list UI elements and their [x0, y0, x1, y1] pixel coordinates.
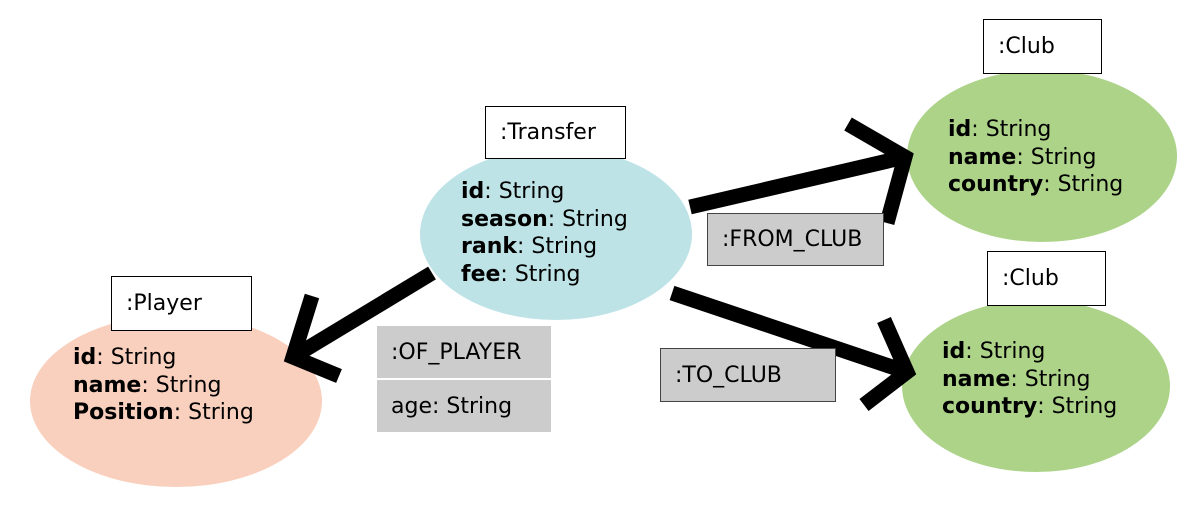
property-name: name — [942, 366, 1011, 392]
from-club-relationship-label: :FROM_CLUB — [722, 227, 863, 252]
of-player-relationship-label: :OF_PLAYER — [391, 339, 522, 365]
property-row: fee: String — [461, 261, 628, 289]
club-from-label: :Club — [998, 34, 1055, 59]
property-name: country — [948, 172, 1044, 197]
property-row: Position: String — [73, 399, 254, 427]
to-club-arrowhead — [859, 316, 917, 411]
property-name: id — [948, 117, 972, 142]
property-type: : String — [141, 372, 222, 398]
property-type: : String — [484, 179, 565, 204]
property-name: name — [73, 372, 142, 398]
property-type: : String — [173, 400, 254, 425]
property-name: Position — [73, 400, 174, 425]
transfer-label: :Transfer — [500, 120, 596, 145]
property-type: : String — [500, 261, 581, 287]
property-type: : String — [965, 339, 1046, 364]
of-player-divider — [377, 378, 551, 380]
property-row: id: String — [73, 344, 254, 372]
property-row: id: String — [942, 338, 1117, 366]
of-player-property-box: age: String — [377, 380, 551, 432]
transfer-label-box: :Transfer — [485, 106, 626, 159]
club-from-label-box: :Club — [983, 19, 1102, 74]
player-properties: id: String name: String Position: String — [73, 344, 254, 427]
of-player-arrow-line — [289, 266, 436, 364]
property-row: rank: String — [461, 233, 628, 261]
to-club-relationship-label: :TO_CLUB — [675, 362, 782, 388]
property-row: season: String — [461, 206, 628, 234]
property-type: : String — [1010, 366, 1091, 392]
property-name: id — [942, 339, 966, 364]
transfer-properties: id: String season: String rank: String f… — [461, 178, 628, 288]
of-player-property: age: String — [391, 393, 513, 419]
property-row: name: String — [948, 144, 1123, 172]
property-type: : String — [517, 234, 598, 259]
property-row: id: String — [948, 116, 1123, 144]
property-row: name: String — [942, 366, 1117, 394]
player-label: :Player — [126, 291, 202, 316]
property-type: : String — [96, 345, 177, 370]
transfer-node-ellipse — [420, 148, 692, 320]
club-from-properties: id: String name: String country: String — [948, 116, 1123, 199]
of-player-arrowhead — [283, 293, 342, 383]
property-type: : String — [1016, 144, 1097, 170]
property-name: country — [942, 394, 1038, 419]
to-club-arrow-line — [669, 285, 910, 380]
property-row: country: String — [948, 171, 1123, 199]
property-name: rank — [461, 234, 517, 259]
property-type: : String — [1043, 172, 1124, 197]
of-player-relationship-label-box: :OF_PLAYER — [377, 326, 551, 378]
property-type: : String — [1037, 394, 1118, 419]
property-row: name: String — [73, 372, 254, 400]
property-type: : String — [547, 206, 628, 232]
player-label-box: :Player — [111, 276, 252, 331]
property-row: id: String — [461, 178, 628, 206]
property-name: fee — [461, 261, 501, 287]
club-to-properties: id: String name: String country: String — [942, 338, 1117, 421]
from-club-arrowhead — [844, 117, 914, 225]
to-club-relationship-label-box: :TO_CLUB — [660, 348, 836, 402]
property-row: country: String — [942, 393, 1117, 421]
property-name: id — [73, 345, 97, 370]
property-name: id — [461, 179, 485, 204]
club-to-label: :Club — [1002, 266, 1059, 291]
club-from-node-ellipse — [907, 70, 1177, 242]
club-to-node-ellipse — [902, 300, 1170, 472]
from-club-relationship-label-box: :FROM_CLUB — [707, 213, 884, 266]
property-name: season — [461, 206, 548, 232]
property-type: : String — [971, 117, 1052, 142]
property-name: name — [948, 144, 1017, 170]
club-to-label-box: :Club — [987, 251, 1106, 306]
from-club-arrow-line — [688, 149, 907, 215]
player-node-ellipse — [30, 315, 322, 487]
